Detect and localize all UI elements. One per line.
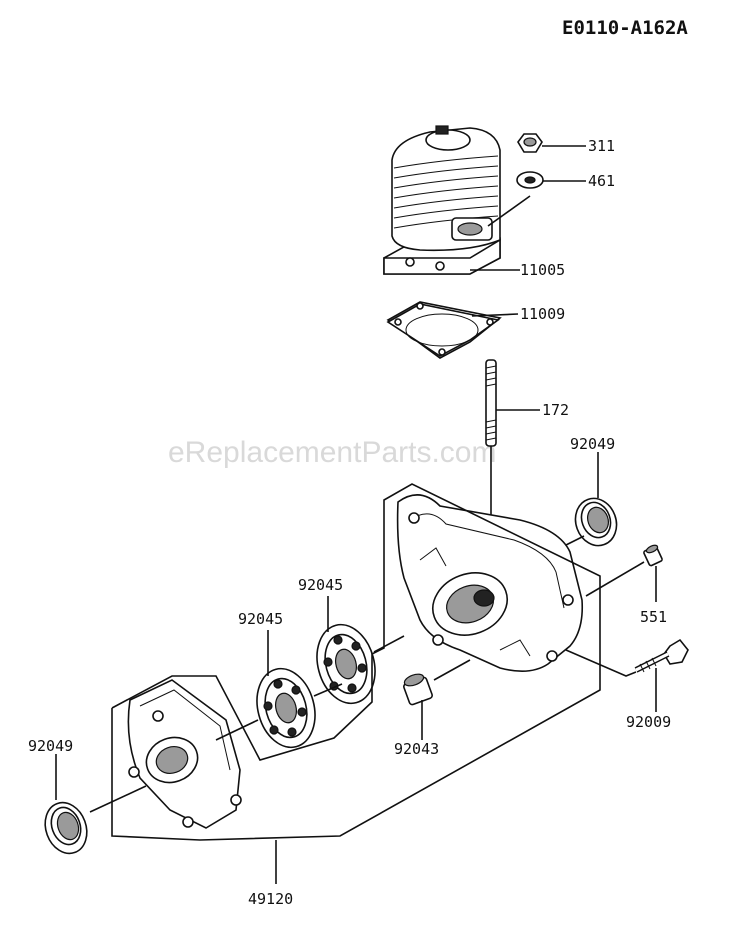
label-bearing-upper: 92045 xyxy=(298,576,343,594)
label-oil-seal-right: 92049 xyxy=(570,435,615,453)
gasket-part[interactable] xyxy=(386,301,502,359)
label-bearing-lower: 92045 xyxy=(238,610,283,628)
bearing-lower-part[interactable] xyxy=(249,662,324,754)
dowel-pin-part[interactable] xyxy=(643,544,663,567)
bearing-upper-part[interactable] xyxy=(309,618,384,710)
watermark: eReplacementParts.com xyxy=(168,436,496,469)
nut-part[interactable] xyxy=(517,133,543,153)
diagram-code: E0110-A162A xyxy=(562,17,688,39)
label-washer: 461 xyxy=(588,172,615,190)
label-oil-seal-left: 92049 xyxy=(28,737,73,755)
collar-part[interactable] xyxy=(403,672,433,706)
label-nut: 311 xyxy=(588,137,615,155)
label-stud: 172 xyxy=(542,401,569,419)
label-crankcase-assy: 49120 xyxy=(248,890,293,908)
crankcase-part[interactable] xyxy=(396,494,584,672)
label-gasket: 11009 xyxy=(520,305,565,323)
washer-part[interactable] xyxy=(516,171,544,189)
stud-part[interactable] xyxy=(485,359,497,447)
label-dowel-pin: 551 xyxy=(640,608,667,626)
label-bolt: 92009 xyxy=(626,713,671,731)
label-cylinder: 11005 xyxy=(520,261,565,279)
crankcase-left-part[interactable] xyxy=(127,679,242,829)
oil-seal-right-part[interactable] xyxy=(569,493,623,552)
oil-seal-left-part[interactable] xyxy=(38,797,93,860)
bolt-part[interactable] xyxy=(634,638,689,673)
cylinder-part[interactable] xyxy=(383,125,501,275)
label-collar: 92043 xyxy=(394,740,439,758)
